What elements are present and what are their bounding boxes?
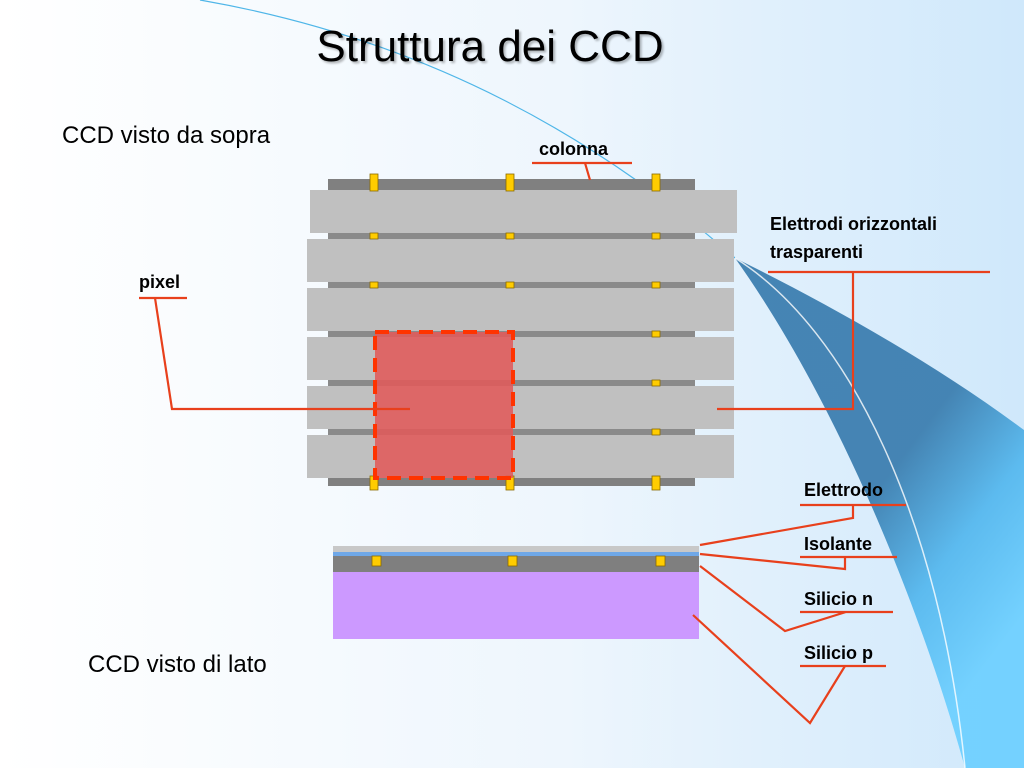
label-elettrodi-line2: trasparenti [770,242,864,262]
column-stop [651,379,661,387]
column-stop [505,281,515,289]
pixel-highlight [373,330,515,480]
column-stop [505,232,515,240]
side-electrode [655,555,666,567]
horizontal-electrode [307,239,734,282]
horizontal-electrode [307,435,734,478]
leader-silicio-n [699,565,893,633]
column-stop [651,173,661,192]
column-stop [505,173,515,192]
label-elettrodi-line1: Elettrodi orizzontali [770,214,938,234]
label-isolante: Isolante [804,534,873,554]
label-elettrodo: Elettrodo [804,480,883,500]
column-stop [651,232,661,240]
column-stop [651,281,661,289]
leader-elettrodi [717,270,990,411]
leader-colonna [532,161,632,181]
column-stop [651,475,661,491]
caption-side-view: CCD visto di lato [88,651,267,678]
leader-elettrodo [699,503,906,547]
column-stop [369,173,379,192]
horizontal-electrode [307,288,734,331]
side-electrode-layer [333,546,699,552]
leader-isolante [699,552,897,571]
label-silicio-n: Silicio n [804,589,874,609]
side-silicon-p-layer [333,572,699,639]
horizontal-electrode [307,386,734,429]
leader-silicio-p [692,614,886,725]
column-stop [369,232,379,240]
column-stop [369,281,379,289]
horizontal-electrode [310,190,737,233]
side-insulator-layer [333,552,699,556]
side-electrode [507,555,518,567]
label-silicio-p: Silicio p [804,643,874,663]
column-stop [651,428,661,436]
leader-pixel [139,296,410,411]
horizontal-electrode [307,337,734,380]
caption-top-view: CCD visto da sopra [62,122,271,149]
label-pixel: pixel [139,272,181,292]
side-electrode [371,555,382,567]
label-colonna: colonna [539,139,609,159]
slide-title: Struttura dei CCD [316,22,664,71]
column-stop [651,330,661,338]
